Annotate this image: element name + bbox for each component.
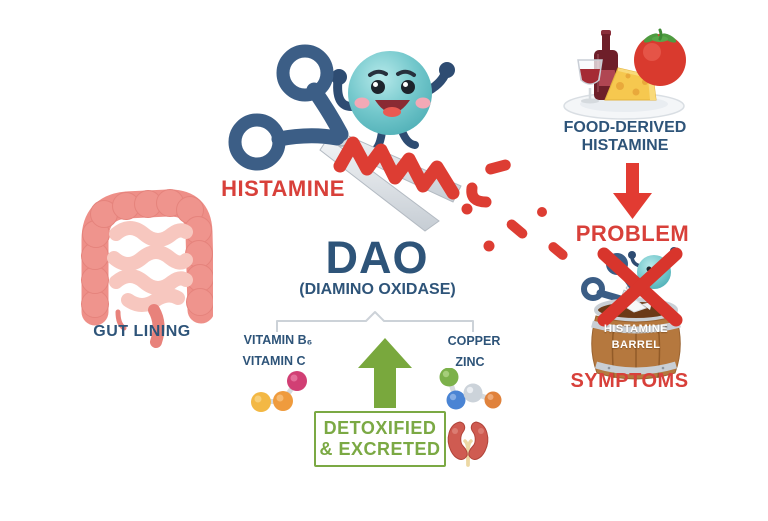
mouth: [375, 100, 410, 113]
dao-title: DAO: [325, 232, 429, 283]
vitamin-molecule-icon: [251, 371, 307, 412]
dao-enzyme-character: [331, 51, 455, 154]
gut-lining-illustration: [81, 189, 213, 348]
detoxified-line: DETOXIFIED: [323, 418, 437, 438]
problem-label: PROBLEM: [575, 221, 690, 246]
food-derived-line: FOOD-DERIVED: [563, 119, 687, 136]
eye: [371, 80, 385, 94]
food-histamine-line: HISTAMINE: [581, 137, 669, 154]
cheek: [354, 97, 370, 109]
zinc-label: ZINC: [455, 355, 485, 369]
red-down-arrow-icon: [613, 163, 652, 219]
histamine-label: HISTAMINE: [221, 176, 345, 201]
excreted-line: & EXCRETED: [319, 439, 441, 459]
cheek: [415, 97, 431, 109]
food-plate-icon: [563, 28, 686, 120]
gut-lining-label: GUT LINING: [93, 323, 191, 340]
histamine-squiggle-molecule: [333, 136, 460, 200]
blocked-dao-barrel-scene: [581, 247, 683, 381]
food-derived-histamine-label: FOOD-DERIVED HISTAMINE: [545, 119, 705, 155]
green-up-arrow-icon: [358, 338, 412, 408]
vitamin-c-label: VITAMIN C: [242, 354, 306, 368]
scissors-handle-loop: [228, 113, 286, 171]
barrel-label-line2: BARREL: [611, 339, 661, 351]
eye: [401, 80, 415, 94]
barrel-label: HISTAMINE BARREL: [586, 321, 686, 353]
tongue: [383, 107, 401, 117]
red-x-icon: [597, 247, 683, 327]
scissors-handle-loop: [276, 44, 334, 102]
dao-full-name: (DIAMINO OXIDASE): [299, 281, 456, 298]
tomato-icon: [634, 28, 686, 86]
copper-label: COPPER: [447, 334, 501, 348]
cofactor-bracket: [276, 311, 474, 332]
eyebrow: [396, 69, 416, 77]
eyebrow: [368, 69, 388, 77]
symptoms-label: SYMPTOMS: [570, 370, 689, 392]
mineral-molecule-icon: [439, 368, 502, 410]
barrel-label-line1: HISTAMINE: [603, 323, 669, 335]
scissors-cutting-histamine-scene: [228, 44, 462, 232]
vitamin-b6-label: VITAMIN B₆: [243, 333, 313, 347]
detoxified-excreted-box: DETOXIFIED & EXCRETED: [314, 411, 446, 467]
wine-glass-icon: [577, 59, 603, 104]
kidneys-icon: [447, 421, 489, 467]
cut-histamine-fragments: [461, 159, 568, 260]
